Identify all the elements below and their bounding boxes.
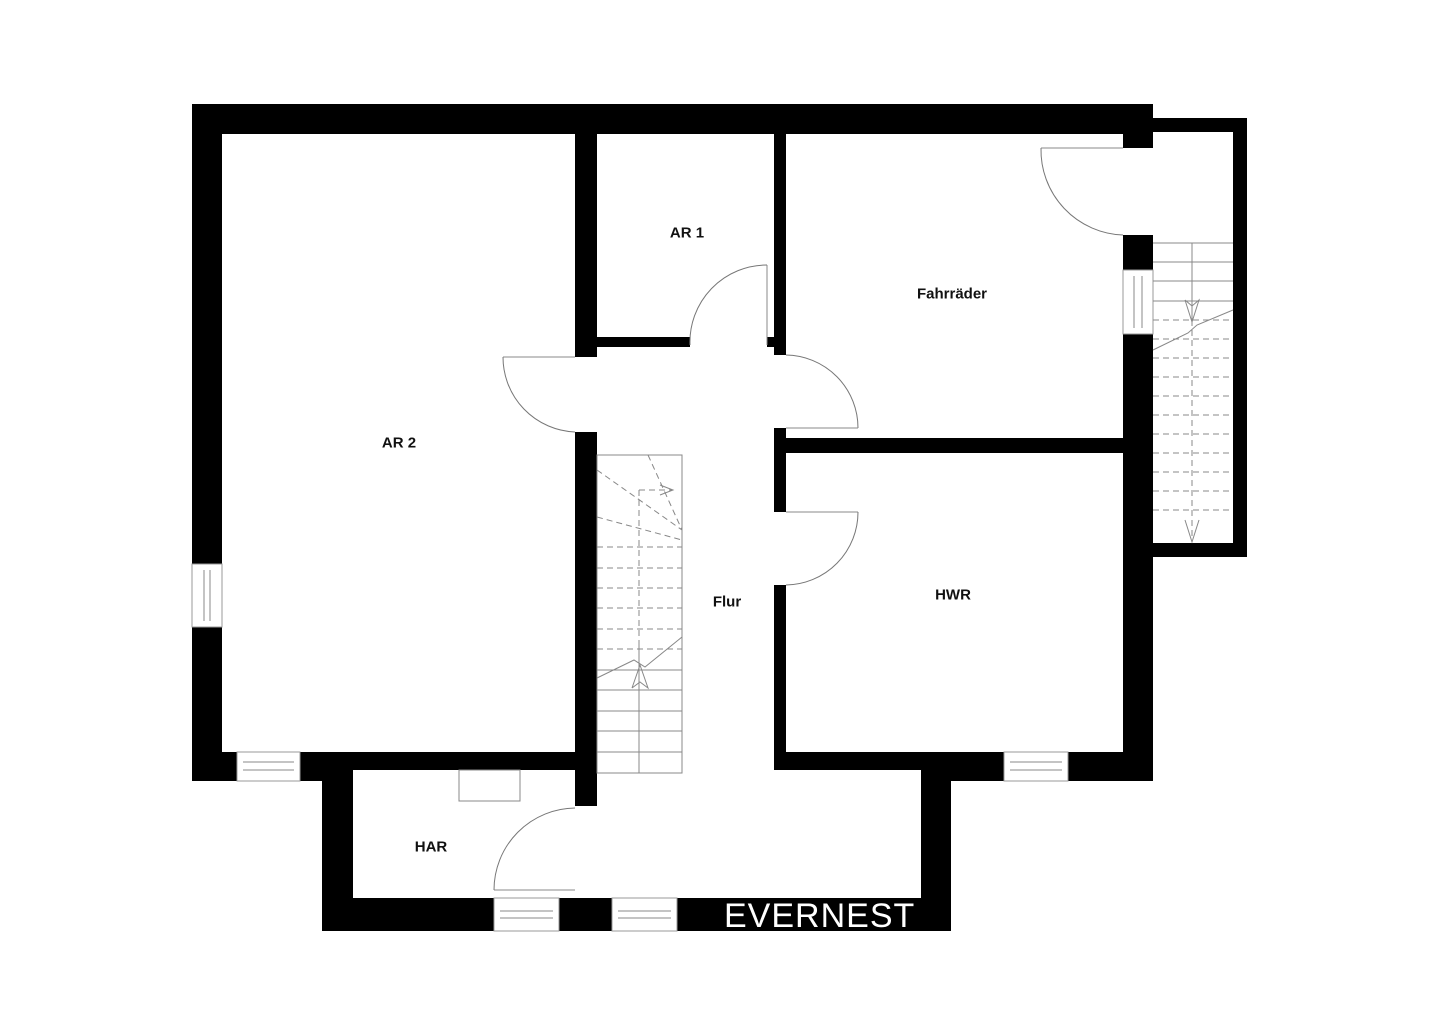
room-label-hwr: HWR [935,586,971,604]
doors [493,147,1124,891]
brand-logo: EVERNEST [724,897,916,935]
annex-staircase [1152,242,1234,544]
room-label-har: HAR [414,838,448,856]
room-label-ar1: AR 1 [669,224,705,242]
room-label-ar2: AR 2 [381,434,417,452]
interior-walls [353,134,1123,806]
room-label-flur: Flur [712,593,742,611]
windows [191,269,1154,932]
har-fixture [458,769,521,802]
flur-staircase [596,454,683,774]
outer-walls [192,104,1247,931]
room-label-fahrraeder: Fahrräder [916,285,988,303]
